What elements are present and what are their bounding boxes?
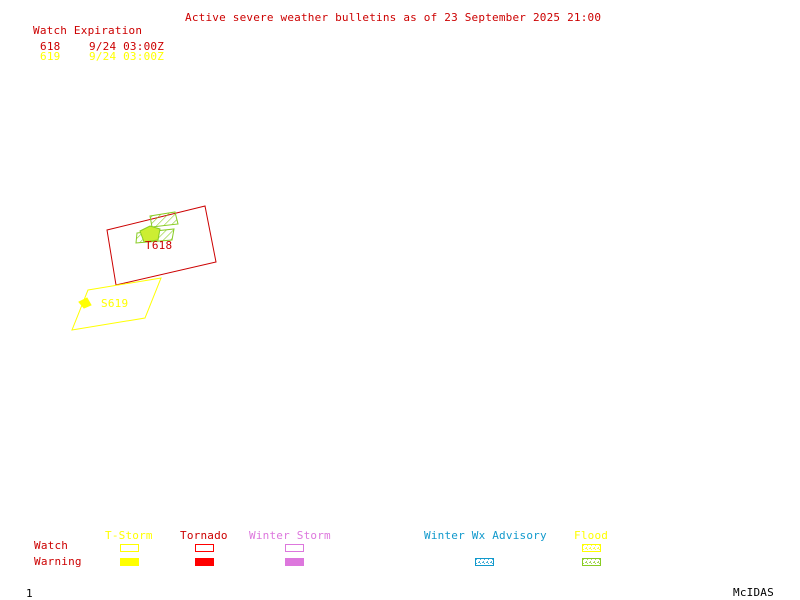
legend-tstorm-label: T-Storm xyxy=(105,529,153,542)
legend-tornado-warning-swatch xyxy=(195,558,214,566)
legend-tornado-watch-swatch xyxy=(195,544,214,552)
watch-number: 618 xyxy=(40,40,61,53)
legend-flood-warning-swatch xyxy=(582,558,601,566)
legend-winter-storm-watch-swatch xyxy=(285,544,304,552)
tstorm-watch-label: S619 xyxy=(101,297,129,310)
tstorm-watch-619-area[interactable] xyxy=(71,277,162,331)
legend-winter-storm-label: Winter Storm xyxy=(249,529,331,542)
tornado-watch-label: T618 xyxy=(145,239,173,252)
legend-row-watch: Watch xyxy=(34,539,69,552)
legend-flood-watch-swatch xyxy=(582,544,601,552)
frame-number: 1 xyxy=(26,587,33,600)
flood-warning-areas[interactable] xyxy=(135,211,179,244)
watch-expiration: 9/24 03:00Z xyxy=(89,40,165,53)
tstorm-warning-area[interactable] xyxy=(78,297,92,309)
watch-table-header: Watch Expiration xyxy=(33,24,143,37)
legend-winter-adv-warning-swatch xyxy=(475,558,494,566)
mcidas-brand: McIDAS xyxy=(733,586,774,599)
bulletin-title: Active severe weather bulletins as of 23… xyxy=(185,11,602,24)
legend-winter-storm-warning-swatch xyxy=(285,558,304,566)
watch-expiration: 9/24 03:00Z xyxy=(89,50,165,63)
legend-tornado-label: Tornado xyxy=(180,529,228,542)
legend-tstorm-watch-swatch xyxy=(120,544,139,552)
watch-number: 619 xyxy=(40,50,61,63)
legend-row-warning: Warning xyxy=(34,555,82,568)
legend-tstorm-warning-swatch xyxy=(120,558,139,566)
legend-winter-adv-label: Winter Wx Advisory xyxy=(424,529,547,542)
legend-flood-label: Flood xyxy=(574,529,609,542)
